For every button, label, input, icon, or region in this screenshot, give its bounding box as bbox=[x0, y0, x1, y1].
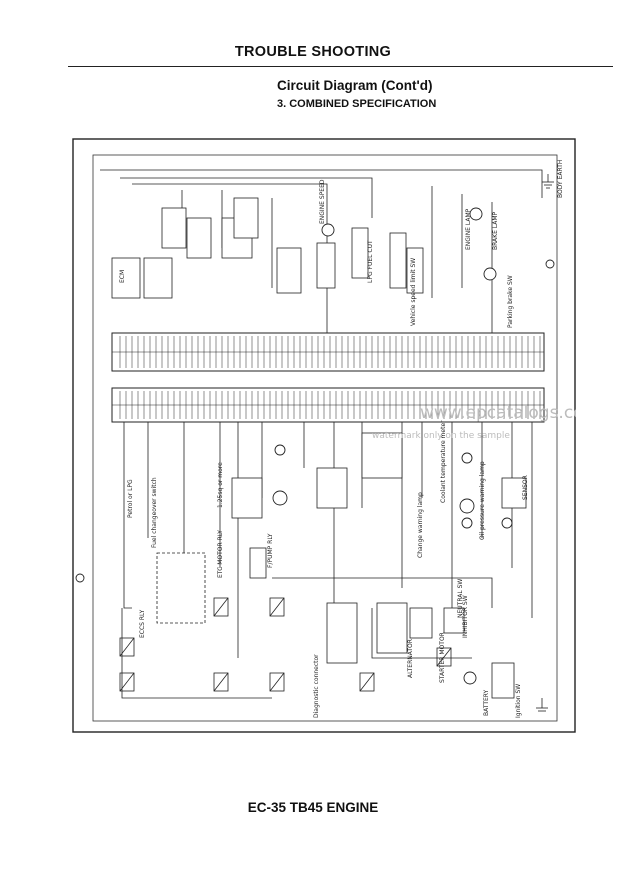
label-change-warning-lamp: Change warning lamp bbox=[417, 492, 424, 558]
label-ecu: ECM bbox=[119, 270, 126, 283]
lower-components bbox=[156, 432, 527, 699]
relay-blocks-top bbox=[111, 197, 424, 299]
label-lpg-fuel-cut: LPG FUEL CUT bbox=[367, 240, 374, 283]
lamps-meters bbox=[75, 207, 555, 685]
fuse-symbols bbox=[119, 597, 452, 692]
ecu-connector-lower bbox=[111, 387, 545, 423]
label-battery: BATTERY bbox=[483, 689, 490, 716]
diagram-inner-frame bbox=[92, 154, 558, 722]
label-ignition-sw: Ignition SW bbox=[515, 684, 522, 718]
label-petrol-or-lpg: Petrol or LPG bbox=[127, 479, 134, 518]
label-neutral-sw: NEUTRAL SW bbox=[457, 579, 464, 618]
label-brake-lamp: BRAKE LAMP bbox=[492, 211, 499, 250]
label-eti-motor-relay: ETC MOTOR RLY bbox=[217, 530, 224, 578]
label-diagnostic-connector: Diagnostic connector bbox=[313, 654, 320, 718]
label-alternator: ALTERNATOR bbox=[407, 639, 414, 678]
label-oil-pressure-lamp: Oil pressure warning lamp bbox=[479, 461, 486, 540]
watermark-main: www.epcatalogs.com bbox=[420, 403, 576, 423]
label-inhibitor-sw: INHIBITOR SW bbox=[462, 595, 469, 638]
watermark-sub: watermark only on the sample bbox=[372, 431, 510, 441]
label-engine-lamp: ENGINE LAMP bbox=[465, 208, 472, 250]
header-divider bbox=[68, 66, 613, 67]
label-coolant-temp-meter: Coolant temperature meter bbox=[440, 420, 447, 503]
page-footer: EC-35 TB45 ENGINE bbox=[247, 800, 379, 815]
label-eci-relay: ECCS RLY bbox=[139, 609, 146, 638]
label-sensor-group: SENSOR bbox=[522, 475, 529, 500]
label-wire-size: 1.25sq or more bbox=[217, 462, 224, 508]
label-vehicle-speed-limit-sw: Vehicle speed limit SW bbox=[410, 258, 417, 326]
label-fuel-changeover-switch: Fuel changeover switch bbox=[151, 477, 158, 548]
page-header-title: TROUBLE SHOOTING bbox=[234, 44, 392, 60]
body-earth-ground bbox=[536, 174, 554, 712]
ecu-connector-upper bbox=[111, 332, 545, 372]
section-subtitle: 3. COMBINED SPECIFICATION bbox=[277, 98, 437, 110]
circuit-diagram: BODY EARTH ENGINE LAMP BRAKE LAMP Parkin… bbox=[72, 138, 576, 733]
label-body-earth: BODY EARTH bbox=[557, 160, 564, 198]
label-starter-motor: STARTER MOTOR bbox=[439, 632, 446, 683]
section-title: Circuit Diagram (Cont'd) bbox=[277, 78, 433, 93]
label-parking-brake-sw: Parking brake SW bbox=[507, 275, 514, 328]
label-engine-speed: ENGINE SPEED bbox=[319, 179, 326, 224]
diagram-frame bbox=[72, 138, 576, 733]
connector-pin-ticks bbox=[119, 336, 541, 419]
label-fuel-pump-relay: F/PUMP RLY bbox=[267, 533, 274, 568]
